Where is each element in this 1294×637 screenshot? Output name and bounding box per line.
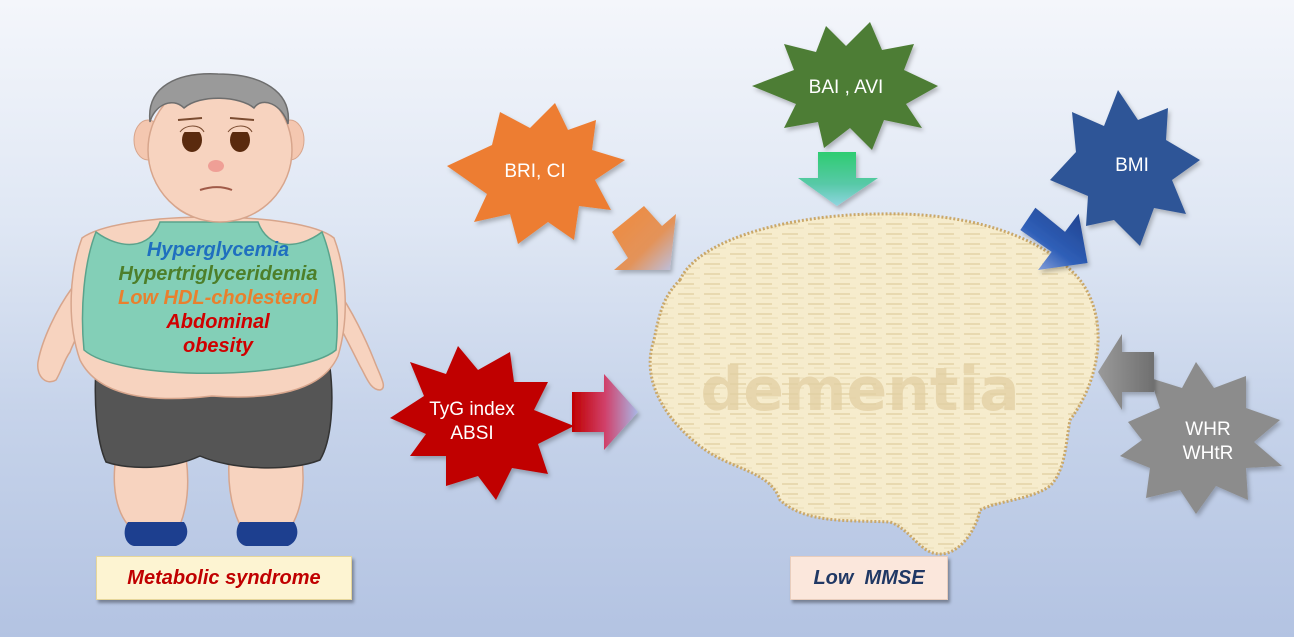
whtr-label: WHtR [1182,443,1234,464]
low-mmse-box: Low MMSE [790,556,948,600]
star-bai-avi [752,22,938,150]
bmi-label: BMI [1115,155,1149,176]
bai-avi-label: BAI , AVI [808,77,884,98]
mouth [199,186,233,191]
arrow-orange [612,206,676,270]
condition-obesity: obesity [182,335,254,357]
nose [208,160,224,172]
metabolic-syndrome-label: Metabolic syndrome [127,566,321,589]
brain-shape [648,212,1100,556]
condition-abdominal: Abdominal [166,311,270,333]
star-whr-whtr [1120,362,1282,514]
star-bri-ci [447,103,625,244]
star-bmi [1050,90,1200,246]
person-illustration [37,73,385,546]
arrow-gray [1098,334,1154,410]
star-tyg-absi [390,346,574,500]
right-eye [230,128,250,152]
bri-ci-text-wrap: BRI, CI [480,160,590,184]
arrow-red [572,374,638,450]
arrow-blue [1020,207,1088,270]
condition-list: Hyperglycemia Hypertriglyceridemia Low H… [100,238,336,358]
bmi-text-wrap: BMI [1092,154,1172,178]
left-eyelid [179,125,205,133]
whr-label: WHR [1185,419,1231,440]
brows [177,117,255,121]
bai-avi-text-wrap: BAI , AVI [786,76,906,100]
whr-whtr-text-wrap: WHR WHtR [1160,418,1256,466]
left-eye [182,128,202,152]
condition-hyperglycemia: Hyperglycemia [146,239,290,261]
tyg-absi-text-wrap: TyG index ABSI [412,398,532,446]
right-shoe [236,522,298,546]
hair [149,73,290,125]
brain-watermark: dementia [700,355,1019,425]
absi-label: ABSI [450,423,494,444]
low-mmse-label: Low MMSE [813,566,925,589]
bri-ci-label: BRI, CI [504,161,566,182]
tyg-index-label: TyG index [429,399,515,420]
metabolic-syndrome-box: Metabolic syndrome [96,556,352,600]
condition-low-hdl: Low HDL-cholesterol [117,287,318,309]
arrow-green [798,152,878,206]
brain-illustration: dementia [648,212,1100,556]
tank-top [81,221,338,374]
left-shoe [124,522,188,546]
condition-hypertriglyceridemia: Hypertriglyceridemia [118,263,318,285]
right-eyelid [227,125,253,133]
